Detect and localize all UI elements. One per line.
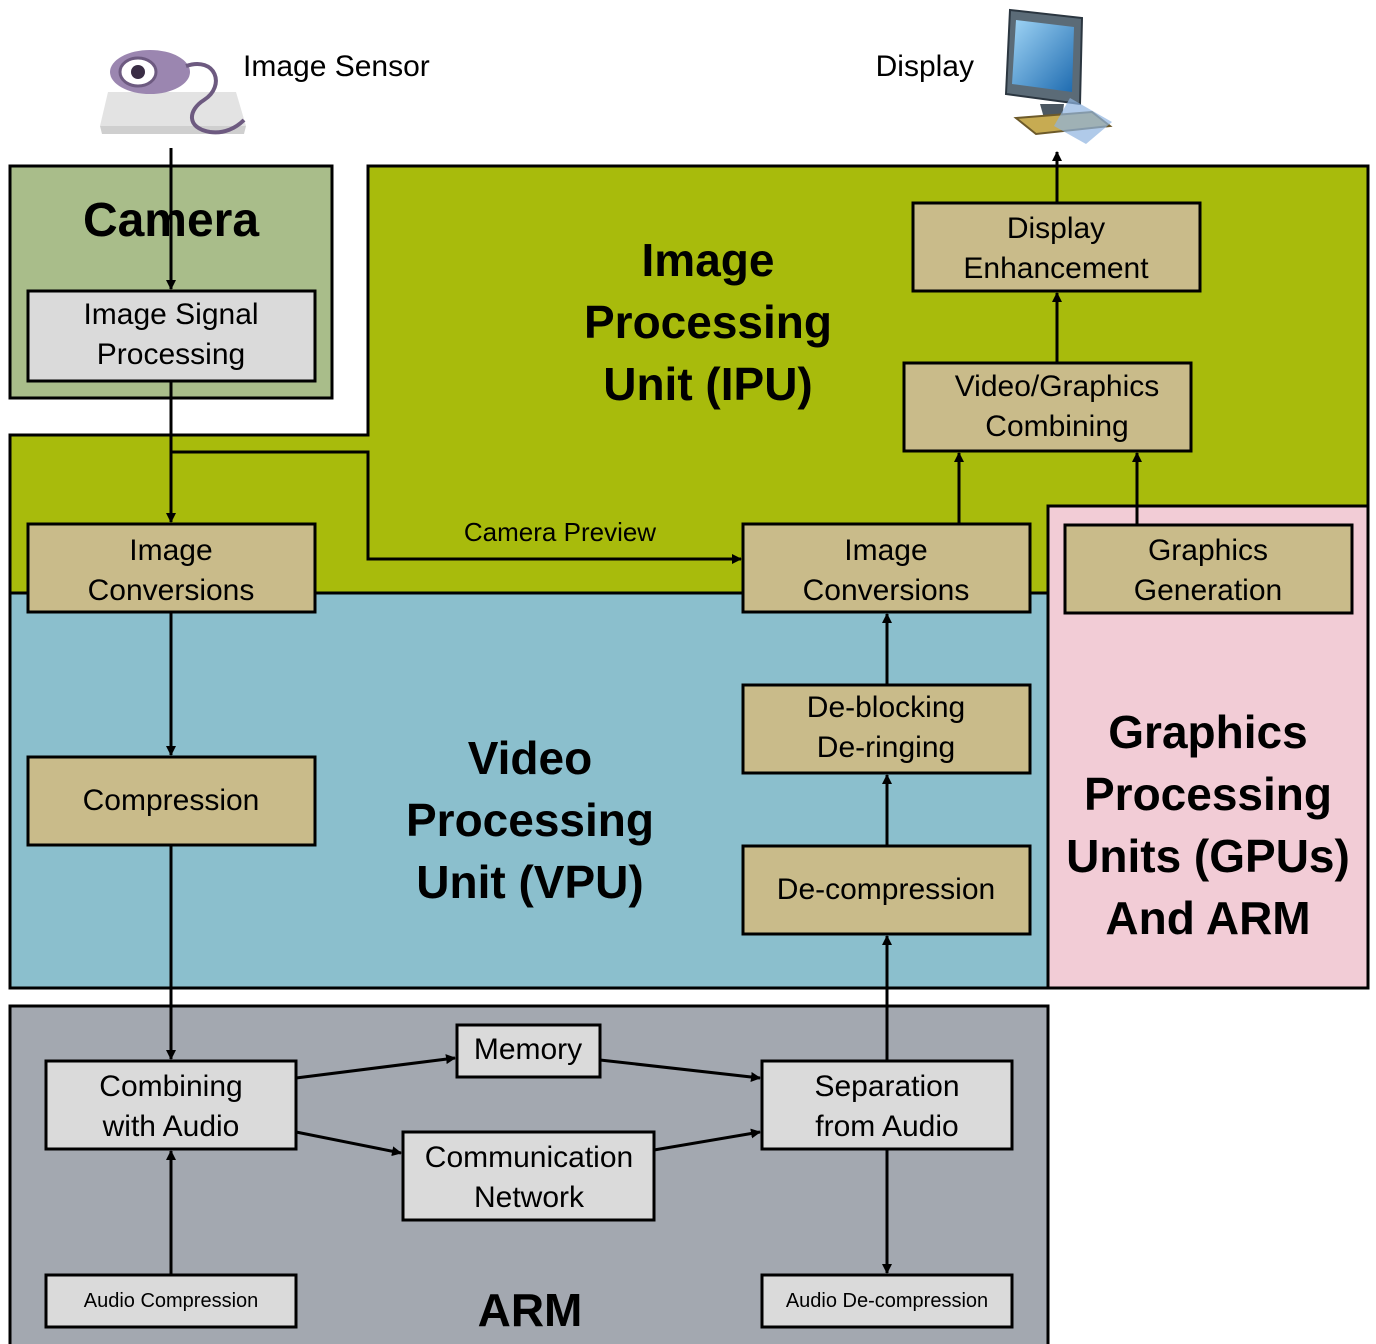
image-sensor-label: Image Sensor — [243, 50, 430, 83]
text-line: Network — [474, 1181, 585, 1214]
arrow-combining-to-network — [295, 1130, 402, 1157]
text-line: Enhancement — [963, 252, 1149, 285]
combining-with-audio-box: Combining with Audio — [44, 1059, 298, 1151]
text-line: Image — [844, 534, 927, 567]
text-line: De-ringing — [817, 731, 955, 764]
text-line: Display — [1007, 212, 1105, 245]
text-line: And ARM — [1105, 892, 1310, 944]
text-line: from Audio — [815, 1110, 958, 1143]
text-line: Processing — [97, 338, 245, 371]
text-line: Conversions — [88, 574, 255, 607]
compression-box: Compression — [26, 755, 317, 847]
arrow-memory-to-separation — [599, 1058, 761, 1082]
connectors — [166, 148, 1142, 1275]
arrow-camera-preview — [171, 450, 742, 564]
text-line: Graphics — [1148, 534, 1268, 567]
webcam-icon — [100, 50, 246, 135]
text-line: Separation — [814, 1070, 959, 1103]
text-line: Generation — [1134, 574, 1282, 607]
camera-preview-label: Camera Preview — [464, 517, 656, 547]
svg-text:Audio Compression: Audio Compression — [84, 1290, 259, 1312]
text-line: Unit (IPU) — [603, 358, 813, 410]
text-line: Compression — [83, 784, 260, 817]
text-line: Image — [129, 534, 212, 567]
text-line: Processing — [1084, 768, 1332, 820]
text-line: Video — [468, 732, 592, 784]
separation-from-audio-box: Separation from Audio — [760, 1059, 1014, 1151]
text-line: Units (GPUs) — [1066, 830, 1350, 882]
decompression-box: De-compression — [741, 844, 1032, 936]
text-line: Graphics — [1108, 706, 1307, 758]
text-line: Communication — [425, 1141, 633, 1174]
audio-compression-box: Audio Compression — [44, 1273, 298, 1329]
text-line: Unit (VPU) — [416, 856, 643, 908]
text-line: De-blocking — [807, 691, 965, 724]
text-line: Image — [642, 234, 775, 286]
memory-box: Memory — [455, 1023, 602, 1079]
svg-text:Audio De-compression: Audio De-compression — [786, 1290, 988, 1312]
text-line: Processing — [584, 296, 832, 348]
text-line: Memory — [474, 1033, 582, 1066]
svg-text:De-compression: De-compression — [777, 873, 995, 906]
text-line: ARM — [478, 1284, 583, 1336]
text-line: with Audio — [102, 1110, 240, 1143]
text-line: Combining — [99, 1070, 242, 1103]
audio-decompression-box: Audio De-compression — [760, 1273, 1014, 1329]
text-line: Combining — [985, 410, 1128, 443]
text-line: Video/Graphics — [955, 370, 1160, 403]
monitor-icon — [1004, 8, 1113, 144]
svg-text:Compression: Compression — [83, 784, 260, 817]
arrow-combining-to-memory — [295, 1054, 456, 1080]
arm-title: ARM — [478, 1284, 583, 1336]
text-line: Conversions — [803, 574, 970, 607]
text-line: Image Signal — [83, 298, 258, 331]
arrow-network-to-separation — [653, 1128, 761, 1152]
display-label: Display — [876, 50, 974, 83]
text-line: De-compression — [777, 873, 995, 906]
text-line: Audio Compression — [84, 1290, 259, 1312]
text-line: Processing — [406, 794, 654, 846]
text-line: Audio De-compression — [786, 1290, 988, 1312]
svg-text:Memory: Memory — [474, 1033, 582, 1066]
